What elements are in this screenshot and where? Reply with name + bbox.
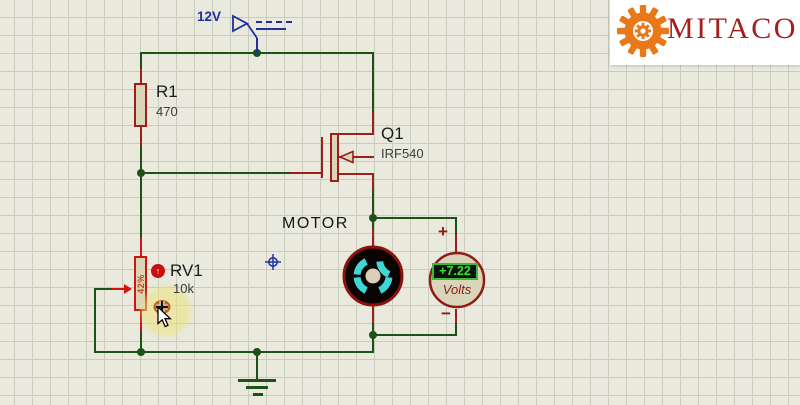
wire-wiper-return bbox=[94, 290, 96, 353]
resistor-r1-ref[interactable]: R1 bbox=[156, 82, 178, 101]
power-terminal-label[interactable]: 12V bbox=[197, 9, 222, 24]
wire-voltmeter-plus bbox=[372, 217, 457, 219]
q1-drain-lead bbox=[338, 133, 374, 135]
gear-icon bbox=[617, 5, 669, 57]
voltmeter-unit-label: Volts bbox=[442, 282, 472, 297]
junction-dot bbox=[253, 348, 261, 356]
voltmeter-plus-label: + bbox=[438, 222, 448, 241]
pin-q1-source bbox=[372, 173, 374, 190]
junction-dot bbox=[369, 214, 377, 222]
resistor-r1-body[interactable] bbox=[134, 83, 147, 127]
ground-symbol bbox=[253, 393, 263, 396]
wire-voltmeter-minus bbox=[372, 334, 457, 336]
pin-r1-top bbox=[140, 68, 142, 84]
pin-rv1-bottom bbox=[140, 311, 142, 331]
junction-dot bbox=[137, 169, 145, 177]
dc-source-annotation bbox=[256, 21, 292, 23]
junction-dot bbox=[137, 348, 145, 356]
pot-wiper-arrow-icon bbox=[112, 284, 132, 294]
voltmeter-display: +7.22 bbox=[432, 263, 478, 280]
wire-segment bbox=[455, 322, 457, 336]
logo: MITACO bbox=[610, 0, 800, 65]
wire-gate bbox=[140, 172, 292, 174]
mosfet-q1-value[interactable]: IRF540 bbox=[381, 146, 424, 161]
wire-wiper bbox=[94, 288, 114, 290]
ground-symbol bbox=[246, 386, 268, 389]
pin-voltmeter-plus bbox=[455, 234, 457, 253]
pin-r1-bottom bbox=[140, 126, 142, 146]
pin-q1-gate bbox=[290, 172, 322, 174]
wire-source bbox=[372, 189, 374, 219]
origin-crosshair-icon bbox=[265, 254, 281, 270]
wire-drain bbox=[372, 52, 374, 114]
wire-segment bbox=[140, 145, 142, 175]
wire-motor-top bbox=[372, 219, 374, 230]
mouse-cursor-icon bbox=[153, 300, 172, 328]
junction-dot bbox=[369, 331, 377, 339]
q1-source-lead bbox=[338, 173, 374, 175]
pin-voltmeter-minus bbox=[455, 309, 457, 323]
mosfet-q1-body[interactable] bbox=[330, 133, 339, 182]
wire-ground bbox=[256, 351, 258, 381]
motor-symbol[interactable] bbox=[342, 245, 404, 307]
pot-adjust-button[interactable]: ↑ bbox=[151, 264, 165, 278]
wire-segment bbox=[140, 173, 142, 238]
voltmeter-body[interactable] bbox=[428, 251, 486, 309]
power-terminal-icon[interactable] bbox=[226, 8, 266, 56]
ground-symbol[interactable] bbox=[238, 379, 276, 382]
pot-rv1-ref[interactable]: RV1 bbox=[170, 261, 203, 280]
wire-segment bbox=[140, 330, 142, 352]
voltmeter-minus-label: − bbox=[441, 304, 451, 323]
pin-q1-drain bbox=[372, 112, 374, 135]
mosfet-q1-ref[interactable]: Q1 bbox=[381, 124, 404, 143]
pot-adjust-arrow-icon: ↑ bbox=[155, 265, 161, 276]
brand-text: MITACO bbox=[667, 12, 798, 45]
wire-motor-bottom bbox=[372, 322, 374, 336]
pin-motor-top bbox=[372, 228, 374, 248]
dc-source-annotation bbox=[256, 28, 286, 30]
wire-segment bbox=[372, 334, 374, 353]
q1-body-lead bbox=[338, 156, 374, 158]
resistor-r1-value[interactable]: 470 bbox=[156, 104, 178, 119]
pin-rv1-top bbox=[140, 237, 142, 256]
wire-segment bbox=[455, 217, 457, 236]
mosfet-arrow-icon bbox=[337, 150, 354, 164]
pot-rv1-value[interactable]: 10k bbox=[173, 281, 194, 296]
wire-segment bbox=[140, 52, 142, 69]
wire-bottom-rail bbox=[94, 351, 374, 353]
q1-gate-plate bbox=[321, 137, 323, 178]
pin-motor-bottom bbox=[372, 304, 374, 323]
motor-label[interactable]: MOTOR bbox=[282, 215, 349, 232]
